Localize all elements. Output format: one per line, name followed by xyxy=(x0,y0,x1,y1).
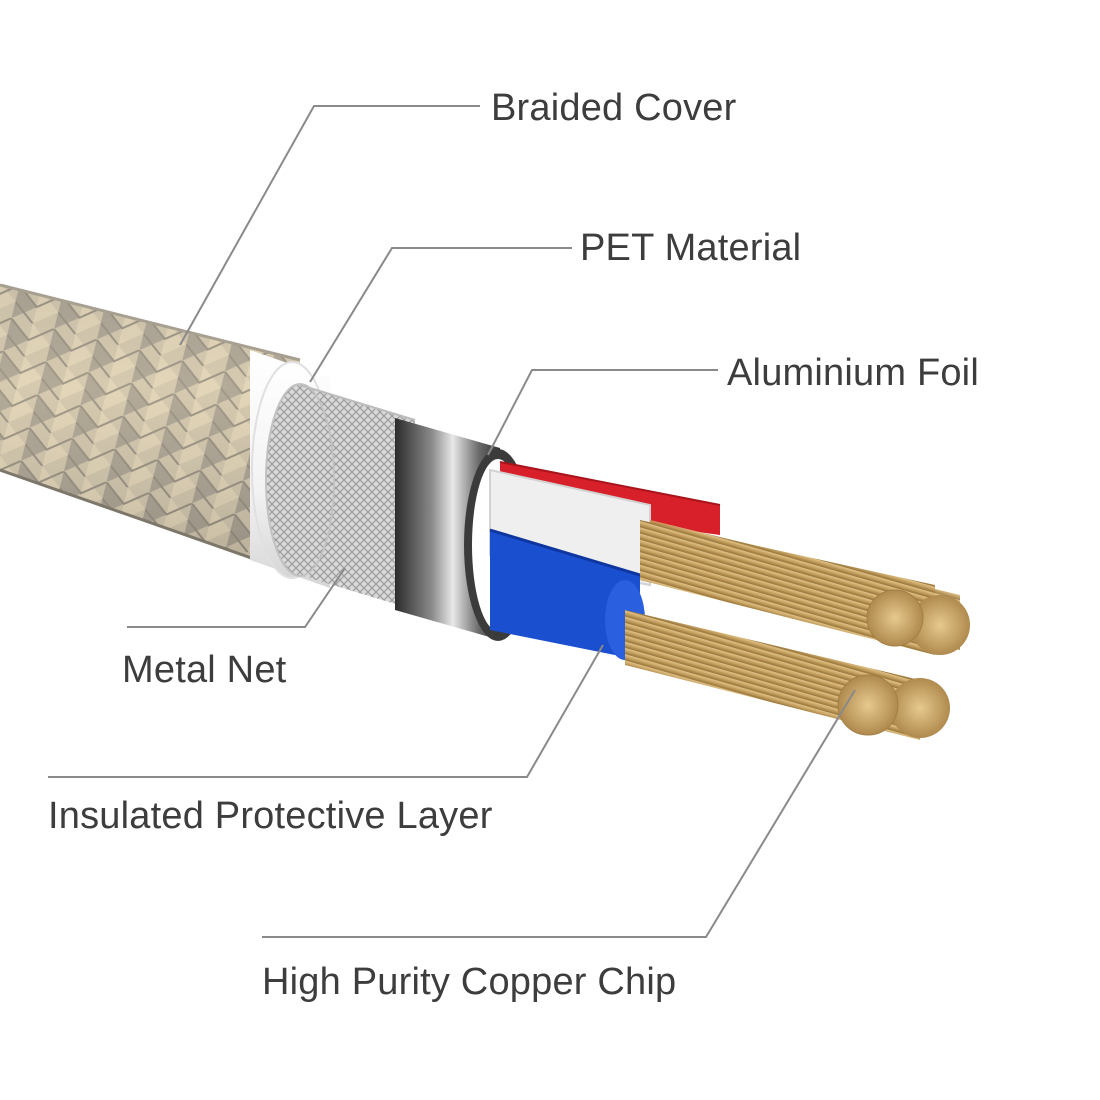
label-high-purity-copper-chip: High Purity Copper Chip xyxy=(262,961,677,1003)
metal-net-shape xyxy=(265,383,416,610)
label-insulated-protective-layer: Insulated Protective Layer xyxy=(48,795,493,837)
leader-lines xyxy=(48,105,856,938)
label-pet-material: PET Material xyxy=(580,227,802,269)
leader-copper-chip xyxy=(262,689,856,938)
label-aluminium-foil: Aluminium Foil xyxy=(727,352,979,394)
leader-aluminium-foil xyxy=(487,369,718,456)
leader-braided-cover xyxy=(179,105,480,346)
leader-pet-material xyxy=(309,247,572,383)
leader-metal-net xyxy=(127,567,346,628)
label-braided-cover: Braided Cover xyxy=(491,87,737,129)
label-metal-net: Metal Net xyxy=(122,649,287,691)
copper-conductor-bottom xyxy=(625,610,950,740)
copper-conductor-top xyxy=(640,520,970,655)
leader-insulated-layer xyxy=(48,644,604,778)
